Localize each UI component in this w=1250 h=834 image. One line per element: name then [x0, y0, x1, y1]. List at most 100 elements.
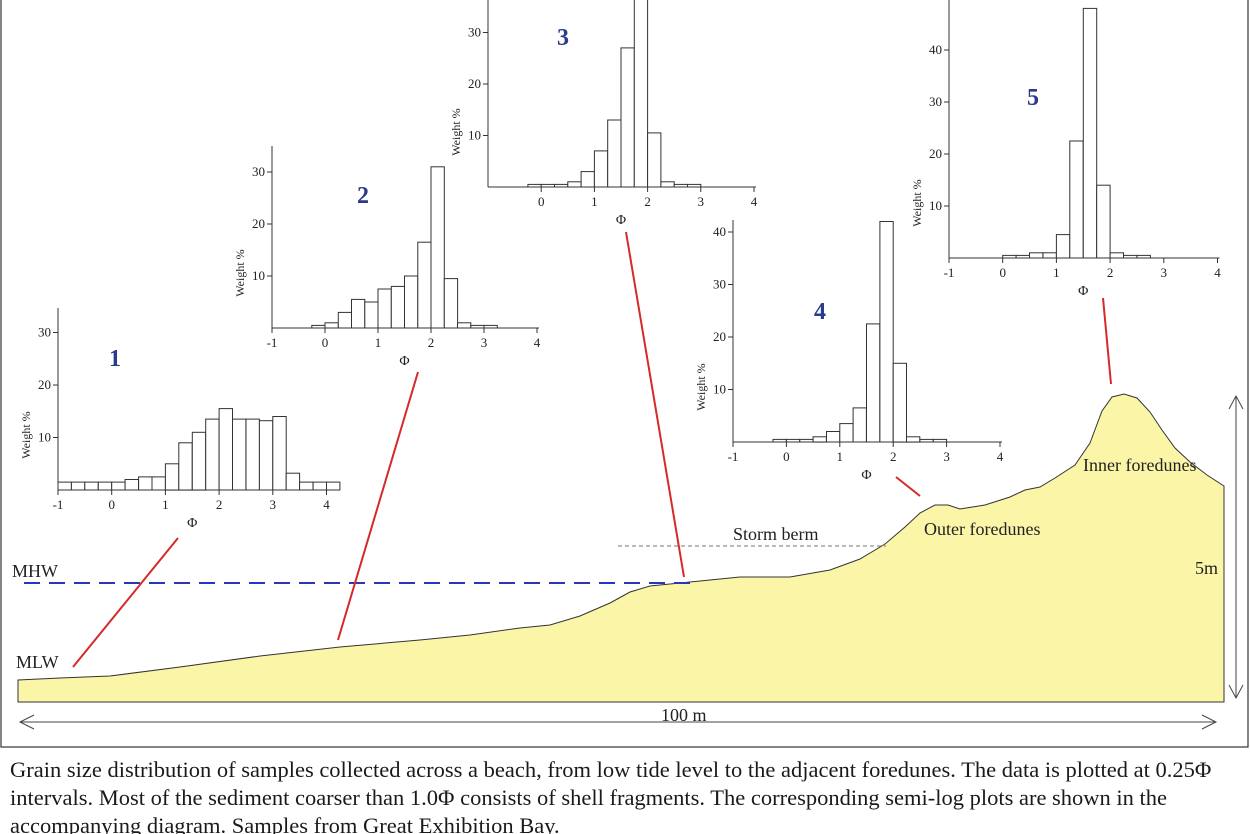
histogram-bar: [1109, 252, 1124, 259]
x-tick-label: 3: [270, 497, 277, 512]
storm-berm-label: Storm berm: [733, 524, 819, 544]
histogram-bar: [457, 322, 472, 329]
figure-frame: [0, 0, 1249, 748]
histogram-bar: [593, 150, 609, 188]
y-tick-label: 10: [713, 382, 726, 397]
x-tick-label: 0: [322, 335, 329, 350]
x-tick-label: 1: [162, 497, 169, 512]
histogram-bar: [647, 132, 662, 188]
histogram-bar: [567, 181, 582, 188]
x-tick-label: 2: [644, 194, 651, 209]
y-tick-label: 40: [713, 224, 726, 239]
outer-foredunes-label: Outer foredunes: [924, 519, 1040, 539]
height-scale: 5m: [1195, 394, 1244, 700]
y-axis-label: Weight %: [233, 249, 247, 296]
histogram-bar: [111, 481, 126, 491]
y-tick-label: 30: [38, 325, 51, 340]
length-label: 100 m: [661, 705, 707, 725]
histogram-bar: [377, 288, 392, 329]
sample-number: 3: [557, 25, 569, 51]
histogram-bar: [299, 481, 314, 491]
y-tick-label: 20: [38, 377, 51, 392]
histogram-bar: [1055, 234, 1071, 259]
histogram-bar: [218, 408, 234, 491]
x-tick-label: 1: [375, 335, 382, 350]
x-tick-label: -1: [267, 335, 278, 350]
figure-caption: Grain size distribution of samples colle…: [10, 757, 1212, 834]
histogram-bar: [326, 481, 341, 491]
histogram-bar: [337, 311, 353, 329]
beach-profile: [17, 393, 1225, 703]
x-tick-label: 2: [1107, 265, 1114, 280]
histogram-bar: [312, 481, 328, 491]
x-tick-label: 3: [481, 335, 488, 350]
histogram-bar: [84, 481, 99, 491]
leader-4: [895, 476, 921, 497]
histogram-bar: [866, 323, 881, 443]
leader-2: [337, 371, 419, 641]
x-tick-label: 1: [591, 194, 598, 209]
x-tick-label: 4: [751, 194, 758, 209]
histogram-bar: [1042, 252, 1057, 259]
histogram-bar: [852, 407, 867, 443]
y-tick-label: 40: [929, 42, 942, 57]
y-tick-label: 10: [468, 128, 481, 143]
histogram-bar: [245, 418, 260, 491]
sample-leaders: [72, 231, 1112, 668]
leader-5: [1102, 297, 1112, 385]
x-tick-label: 4: [1214, 265, 1221, 280]
x-tick-label: 4: [997, 449, 1004, 464]
histogram-bar: [607, 119, 622, 188]
x-tick-label: -1: [944, 265, 955, 280]
y-axis-label: Weight %: [910, 179, 924, 226]
x-tick-label: -1: [728, 449, 739, 464]
histogram-bar: [258, 420, 274, 491]
histogram-bar: [443, 278, 459, 329]
y-axis-label: Weight %: [694, 363, 708, 410]
leader-3: [625, 231, 685, 578]
histogram-bar: [1082, 7, 1098, 259]
x-tick-label: 3: [698, 194, 705, 209]
histogram-bar: [285, 472, 301, 491]
y-tick-label: 20: [252, 216, 265, 231]
x-tick-label: 0: [783, 449, 790, 464]
x-tick-label: 3: [943, 449, 950, 464]
inner-foredunes-label: Inner foredunes: [1083, 455, 1196, 475]
histogram-bar: [892, 362, 908, 443]
histogram-bar: [620, 47, 635, 188]
height-label: 5m: [1195, 558, 1218, 578]
x-tick-label: 4: [323, 497, 330, 512]
y-tick-label: 30: [929, 94, 942, 109]
histogram-bar: [178, 442, 193, 491]
y-tick-label: 10: [252, 268, 265, 283]
x-tick-label: 2: [216, 497, 223, 512]
histogram-bar: [812, 436, 827, 443]
histogram-bar: [97, 481, 113, 491]
histogram-bar: [580, 171, 595, 188]
x-axis-label: Φ: [399, 354, 409, 369]
histogram-bar: [138, 476, 153, 491]
histogram-bar: [205, 418, 220, 491]
sample-number: 5: [1027, 85, 1039, 111]
y-tick-label: 30: [252, 164, 265, 179]
y-tick-label: 10: [38, 430, 51, 445]
x-tick-label: -1: [53, 497, 64, 512]
mhw-label: MHW: [12, 561, 58, 581]
histogram-bar: [1069, 140, 1084, 259]
histogram-bar: [390, 285, 406, 329]
histogram-bar: [879, 221, 894, 443]
x-tick-label: 0: [538, 194, 545, 209]
histogram-bar: [124, 479, 139, 491]
y-axis-label: Weight %: [19, 411, 33, 458]
length-scale: 100 m: [18, 705, 1218, 730]
histogram-bar: [272, 416, 287, 491]
histogram-bar: [324, 322, 339, 329]
y-tick-label: 20: [468, 76, 481, 91]
histogram-bar: [404, 275, 419, 329]
sample-number: 2: [357, 183, 369, 209]
histogram-bar: [1029, 252, 1044, 259]
x-tick-label: 4: [534, 335, 541, 350]
